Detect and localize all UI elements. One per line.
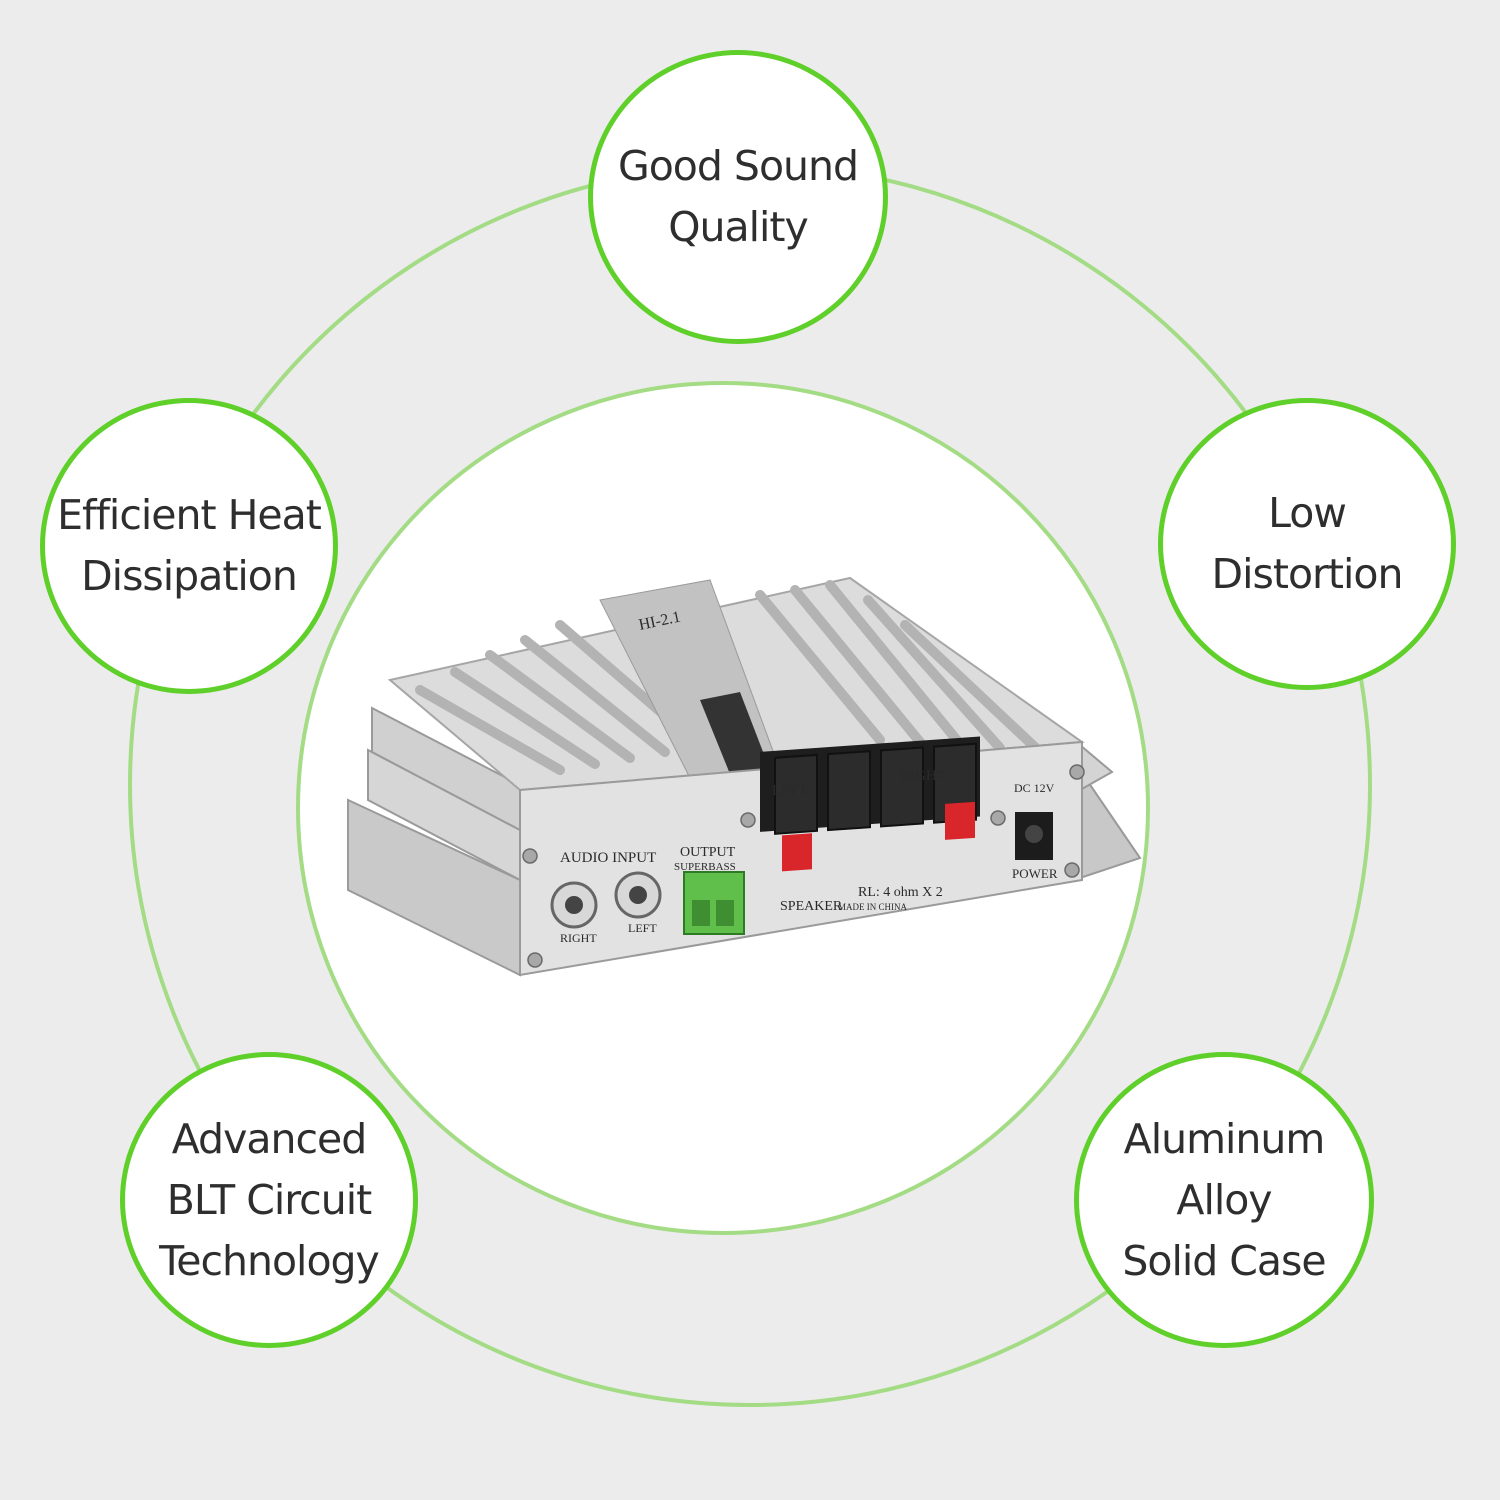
feature-label: Good Sound Quality — [617, 136, 859, 258]
feature-line: Distortion — [1211, 550, 1404, 598]
audio-input-label: AUDIO INPUT — [560, 850, 656, 866]
feature-line: Quality — [668, 203, 809, 251]
output-label: OUTPUT — [680, 845, 736, 860]
speaker-label: SPEAKER — [780, 899, 843, 914]
feature-line: Aluminum — [1123, 1114, 1326, 1163]
feature-label: Advanced BLT Circuit Technology — [159, 1109, 380, 1292]
feature-line: Advanced — [171, 1114, 368, 1163]
feature-line: Efficient Heat — [57, 491, 322, 539]
feature-line: Alloy — [1176, 1175, 1272, 1224]
feature-line: Technology — [159, 1236, 380, 1285]
left-label: LEFT — [772, 783, 808, 799]
feature-advanced-blt-circuit-technology: Advanced BLT Circuit Technology — [120, 1052, 418, 1348]
rl-label: RL: 4 ohm X 2 — [858, 885, 943, 900]
feature-line: Solid Case — [1122, 1236, 1326, 1285]
made-in-label: MADE IN CHINA — [838, 902, 907, 912]
feature-line: BLT Circuit — [166, 1175, 372, 1224]
rca-right-label: RIGHT — [560, 931, 597, 945]
power-label: POWER — [1012, 866, 1058, 881]
dc-label: DC 12V — [1014, 781, 1055, 795]
feature-label: Low Distortion — [1211, 483, 1404, 605]
feature-efficient-heat-dissipation: Efficient Heat Dissipation — [40, 398, 338, 694]
feature-line: Good Sound — [617, 142, 859, 190]
superbass-label: SUPERBASS — [674, 861, 736, 873]
feature-line: Low — [1268, 489, 1347, 537]
right-label: RIGHT — [900, 768, 946, 784]
rca-left-label: LEFT — [628, 921, 657, 935]
feature-aluminum-alloy-solid-case: Aluminum Alloy Solid Case — [1074, 1052, 1374, 1348]
feature-label: Efficient Heat Dissipation — [57, 485, 322, 607]
amplifier-product-image: HI-2.1 AUDIO INPUT RIGHT LEFT OUTPUT SUP… — [347, 576, 1142, 977]
center-ring — [296, 381, 1150, 1235]
feature-low-distortion: Low Distortion — [1158, 398, 1456, 690]
feature-label: Aluminum Alloy Solid Case — [1122, 1109, 1326, 1292]
feature-good-sound-quality: Good Sound Quality — [588, 50, 888, 344]
feature-line: Dissipation — [81, 552, 298, 600]
